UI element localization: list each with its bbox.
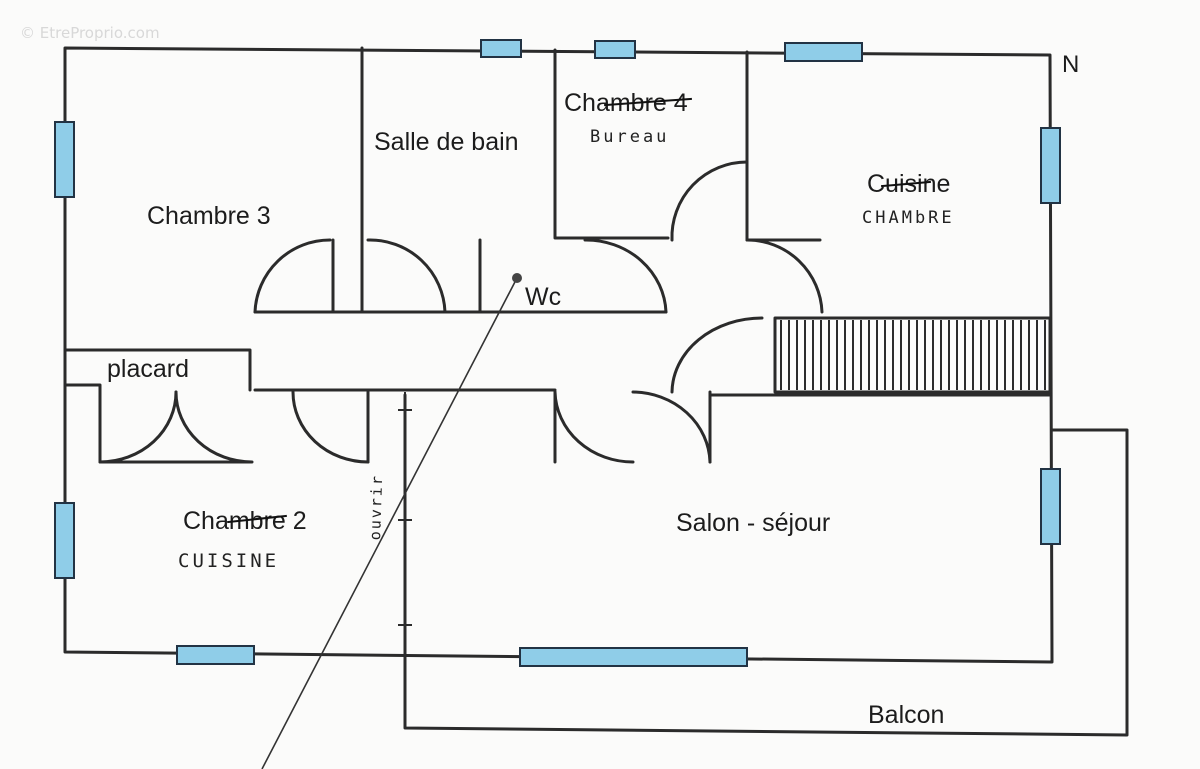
wall-placard-bottom bbox=[63, 383, 252, 464]
door-arc bbox=[553, 390, 635, 464]
wall-placard bbox=[63, 348, 252, 392]
window bbox=[784, 42, 863, 62]
opening-line bbox=[398, 392, 412, 640]
door-arc bbox=[253, 238, 332, 314]
door-arc bbox=[174, 390, 254, 464]
wall-bath-chambre4 bbox=[553, 48, 670, 240]
room-label-chambre3: Chambre 3 bbox=[147, 202, 271, 230]
door-arc bbox=[98, 390, 178, 464]
door-arc bbox=[366, 238, 447, 314]
compass-north: N bbox=[1062, 51, 1080, 78]
window bbox=[176, 645, 255, 665]
room-label-wc: Wc bbox=[525, 283, 562, 311]
watermark: © EtreProprio.com bbox=[20, 24, 160, 42]
stairs-outline bbox=[773, 316, 1052, 394]
note-bureau: Bureau bbox=[590, 127, 670, 147]
balcony-railing bbox=[403, 393, 1129, 737]
note-chambre: CHAMbRE bbox=[862, 208, 955, 228]
door-arc bbox=[631, 390, 712, 464]
room-label-balcon: Balcon bbox=[868, 701, 945, 729]
room-label-salon: Salon - séjour bbox=[676, 509, 831, 537]
window bbox=[594, 40, 636, 59]
door-arc bbox=[670, 316, 764, 394]
door-arc bbox=[291, 390, 370, 464]
door-arc bbox=[583, 238, 668, 314]
stairs bbox=[780, 320, 1046, 390]
windows bbox=[54, 39, 1061, 667]
window bbox=[54, 502, 75, 579]
room-label-placard: placard bbox=[107, 355, 189, 383]
pointer-line bbox=[261, 273, 522, 769]
window bbox=[1040, 468, 1061, 545]
wall-chambre3-bath bbox=[331, 46, 364, 314]
window bbox=[480, 39, 522, 58]
room-label-chambre2: Chambre 2 bbox=[183, 507, 307, 535]
note-cuisine: CUISINE bbox=[178, 550, 280, 572]
wall-chambre4-cuisine bbox=[745, 50, 822, 242]
wall-wc bbox=[478, 238, 668, 314]
exterior-wall bbox=[63, 46, 1054, 664]
note-opening: ouvrir bbox=[366, 473, 387, 541]
door-arc bbox=[745, 238, 824, 314]
door-arc bbox=[670, 160, 749, 242]
window bbox=[519, 647, 748, 667]
window bbox=[54, 121, 75, 198]
room-label-salle-de-bain: Salle de bain bbox=[374, 128, 519, 156]
window bbox=[1040, 127, 1061, 204]
